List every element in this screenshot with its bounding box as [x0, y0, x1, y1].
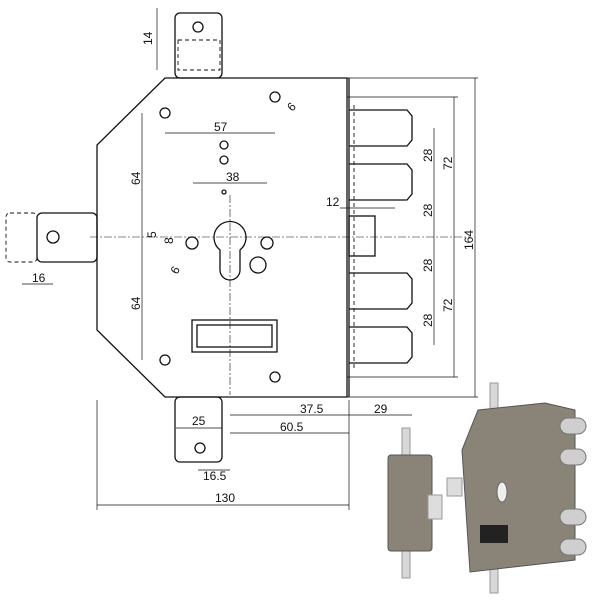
dim-28-3: 28	[421, 258, 435, 272]
dim-37-5: 37.5	[300, 402, 324, 416]
bolts	[348, 105, 413, 368]
dim-12: 12	[326, 195, 340, 209]
latch	[348, 215, 376, 257]
dim-28-4: 28	[421, 313, 435, 327]
dim-5: 5	[145, 231, 159, 238]
dim-6-cyl: 6	[167, 263, 183, 276]
dimension-lines	[22, 8, 478, 510]
dim-64-upper: 64	[129, 171, 143, 185]
dim-164: 164	[462, 230, 476, 250]
dim-28-2: 28	[421, 203, 435, 217]
bottom-tab	[174, 396, 223, 463]
product-photo-front	[446, 382, 587, 594]
left-tab	[36, 212, 98, 263]
dim-38: 38	[226, 170, 240, 184]
dim-8: 8	[162, 237, 176, 244]
product-photo-side	[387, 427, 443, 579]
keyhole	[213, 220, 247, 281]
mounting-holes	[159, 91, 281, 383]
left-tab-hole	[46, 230, 60, 244]
dim-16: 16	[32, 271, 46, 285]
top-tab-hidden	[177, 39, 221, 71]
dim-28-1: 28	[421, 148, 435, 162]
dim-57: 57	[214, 120, 228, 134]
dim-72-lower: 72	[441, 298, 455, 312]
left-tab-hidden	[5, 212, 38, 263]
dim-72-upper: 72	[441, 156, 455, 170]
dim-16-5: 16.5	[203, 469, 227, 483]
dim-60-5: 60.5	[280, 420, 304, 434]
top-tab	[174, 12, 223, 79]
dim-64-lower: 64	[129, 296, 143, 310]
slot	[191, 319, 278, 353]
dim-130: 130	[215, 491, 235, 505]
dim-25: 25	[192, 414, 206, 428]
dim-14: 14	[141, 31, 155, 45]
dim-6-top: 6	[284, 99, 299, 114]
dim-29: 29	[374, 402, 388, 416]
top-tab-hole	[192, 21, 204, 33]
bottom-tab-hole	[194, 442, 206, 454]
